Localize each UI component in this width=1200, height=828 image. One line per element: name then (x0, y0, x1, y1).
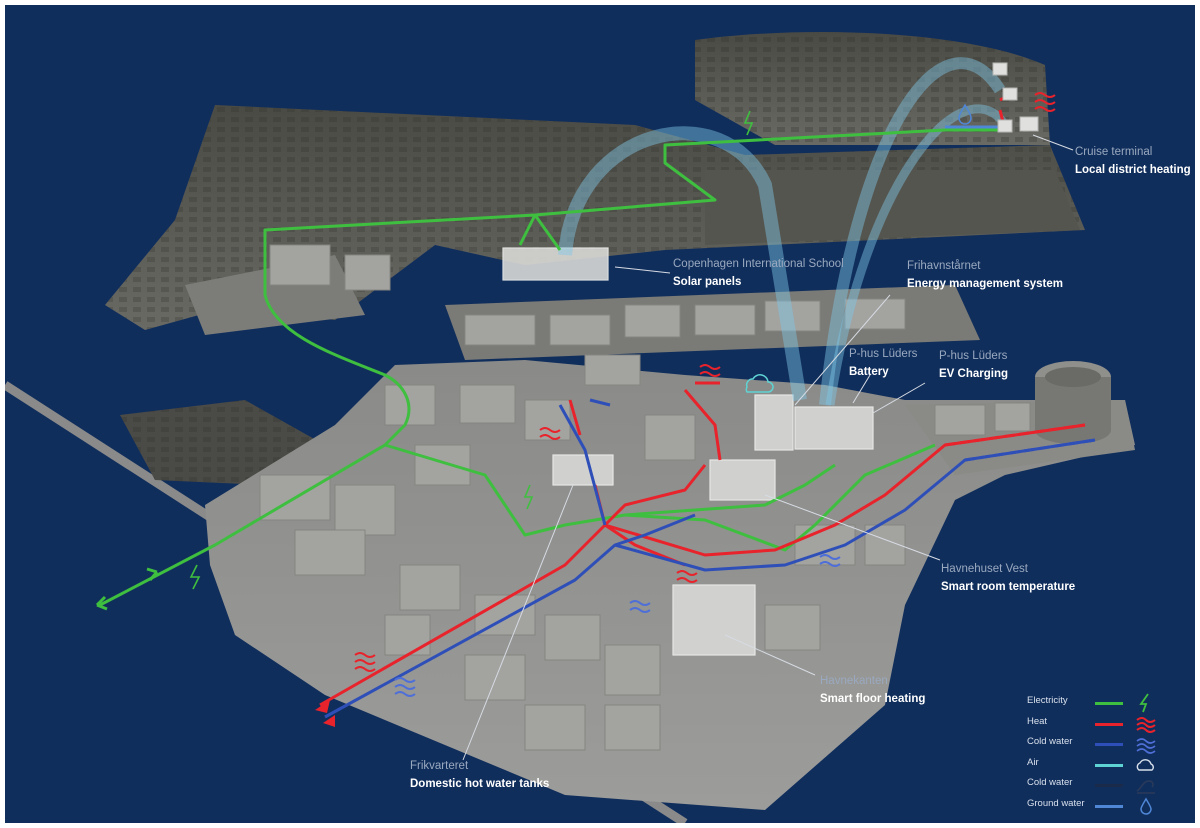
legend-row-cold-water-sea: Cold water (1027, 775, 1177, 796)
legend-swatch (1095, 784, 1123, 788)
callout-havnehuset-vest: Havnehuset Vest Smart room temperature (941, 560, 1075, 596)
cloud-icon (1136, 758, 1154, 771)
callout-feature: Domestic hot water tanks (410, 778, 550, 790)
map-cloud-icon (745, 374, 774, 393)
callout-feature: Smart room temperature (941, 581, 1076, 593)
callout-feature: EV Charging (939, 368, 1009, 380)
building-blocks (259, 244, 1031, 751)
legend: Electricity Heat Cold water Air Cold wat… (1027, 693, 1177, 817)
legend-label: Air (1027, 756, 1039, 768)
legend-label: Cold water (1027, 736, 1073, 748)
air-arches (558, 57, 1009, 406)
electricity-arrow (95, 567, 159, 611)
highlighted-buildings (502, 247, 874, 656)
callout-feature: Smart floor heating (820, 693, 926, 705)
cruise-terminal-units (992, 62, 1039, 133)
diagram-frame: Cruise terminal Local district heating C… (5, 5, 1195, 823)
city-map (5, 32, 1135, 823)
cold-water-dashed (964, 438, 1096, 462)
callout-frikvarteret: Frikvarteret Domestic hot water tanks (410, 757, 549, 793)
callout-cruise-terminal: Cruise terminal Local district heating (1075, 143, 1191, 179)
callout-havnekanten: Havnekanten Smart floor heating (820, 672, 925, 708)
lightning-icon (1139, 693, 1149, 713)
callout-international-school: Copenhagen International School Solar pa… (673, 255, 844, 291)
legend-row-heat: Heat (1027, 714, 1177, 735)
dark-pier (705, 170, 1080, 245)
map-droplet-icon (958, 103, 972, 125)
map-lightning-icons (189, 110, 754, 590)
legend-swatch (1095, 722, 1123, 726)
electricity-lines (99, 128, 1000, 607)
legend-label: Electricity (1027, 695, 1068, 706)
legend-label: Cold water (1027, 777, 1073, 789)
inflow-arrows (315, 700, 335, 727)
callout-leaders (462, 134, 1074, 761)
cylinder-body (1035, 377, 1111, 444)
callout-feature: Energy management system (907, 278, 1063, 290)
legend-row-air: Air (1027, 755, 1177, 776)
callout-place: P-hus Lüders (849, 348, 918, 360)
callout-place: Havnehuset Vest (941, 563, 1028, 575)
callout-ev-charging: P-hus Lüders EV Charging (939, 347, 1008, 383)
sea-wave-icon (1136, 780, 1155, 795)
cold-wave-icon (1136, 738, 1156, 754)
callout-place: Frihavnstårnet (907, 260, 981, 272)
callout-place: Havnekanten (820, 675, 888, 687)
legend-swatch (1095, 702, 1123, 705)
callout-place: Copenhagen International School (673, 258, 844, 270)
callout-feature: Battery (849, 366, 889, 378)
map-cold-icons (394, 554, 841, 697)
callout-feature: Solar panels (673, 276, 742, 288)
callout-place: Cruise terminal (1075, 146, 1153, 158)
legend-label: Heat (1027, 715, 1048, 727)
legend-row-ground-water: Ground water (1027, 796, 1177, 817)
heat-wave-icon (1136, 716, 1156, 733)
legend-swatch (1095, 763, 1123, 767)
legend-swatch (1095, 743, 1123, 747)
legend-label: Ground water (1027, 797, 1085, 809)
callout-feature: Local district heating (1075, 164, 1191, 176)
callout-place: Frikvarteret (410, 760, 469, 772)
legend-row-cold-water: Cold water (1027, 734, 1177, 755)
droplet-icon (1140, 797, 1152, 815)
heat-dashed (944, 423, 1086, 447)
callout-frihavnstarnet: Frihavnstårnet Energy management system (907, 257, 1063, 293)
map-heat-icons (354, 92, 1056, 672)
legend-swatch (1095, 804, 1123, 808)
legend-row-electricity: Electricity (1027, 693, 1177, 714)
callout-place: P-hus Lüders (939, 350, 1008, 362)
callout-battery: P-hus Lüders Battery (849, 345, 917, 381)
